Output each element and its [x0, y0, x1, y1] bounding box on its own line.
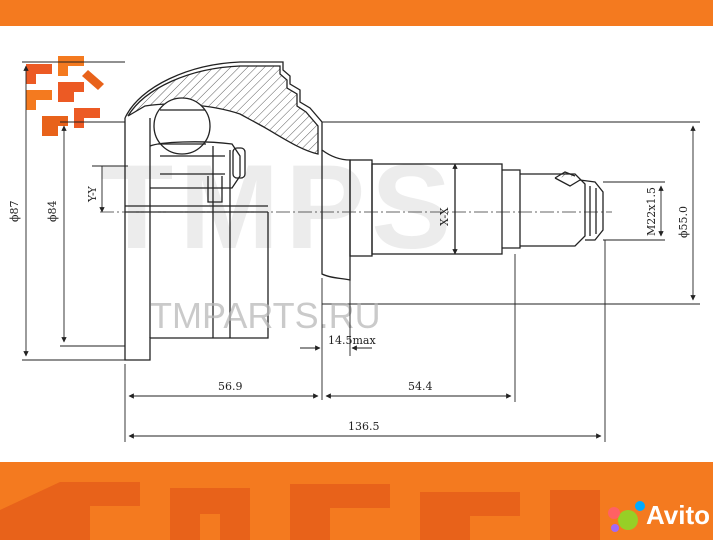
bottom-band-pattern — [0, 482, 600, 540]
avito-badge: Avito — [608, 500, 710, 532]
bottom-orange-band: Avito — [0, 462, 713, 540]
dim-54-4: 54.4 — [408, 380, 433, 393]
dim-groove-max: 14.5max — [328, 334, 376, 347]
dim-56-9: 56.9 — [218, 380, 243, 393]
dim-136-5: 136.5 — [348, 420, 380, 433]
top-orange-band — [0, 0, 713, 26]
avito-dots-icon — [608, 501, 645, 532]
tmparts-logo-icon — [26, 56, 104, 136]
dim-dia-84: ϕ84 — [46, 201, 59, 223]
right-dimension-lines — [322, 121, 700, 305]
dim-dia-87: ϕ87 — [8, 201, 21, 223]
watermark-url: TMPARTS.RU — [150, 295, 381, 336]
axis-label-y-y: Y-Y — [86, 185, 99, 203]
dim-thread: M22x1.5 — [645, 187, 658, 236]
axis-label-x-x: X-X — [438, 207, 451, 226]
outer-housing — [124, 61, 351, 361]
left-dimension-lines — [22, 61, 128, 361]
avito-label: Avito — [646, 500, 710, 530]
cv-joint-drawing: TMPS — [8, 56, 700, 442]
bottom-dimension-lines — [124, 240, 606, 442]
dim-dia-55: ϕ55.0 — [677, 206, 690, 238]
watermark-brand: TMPS — [100, 140, 457, 274]
